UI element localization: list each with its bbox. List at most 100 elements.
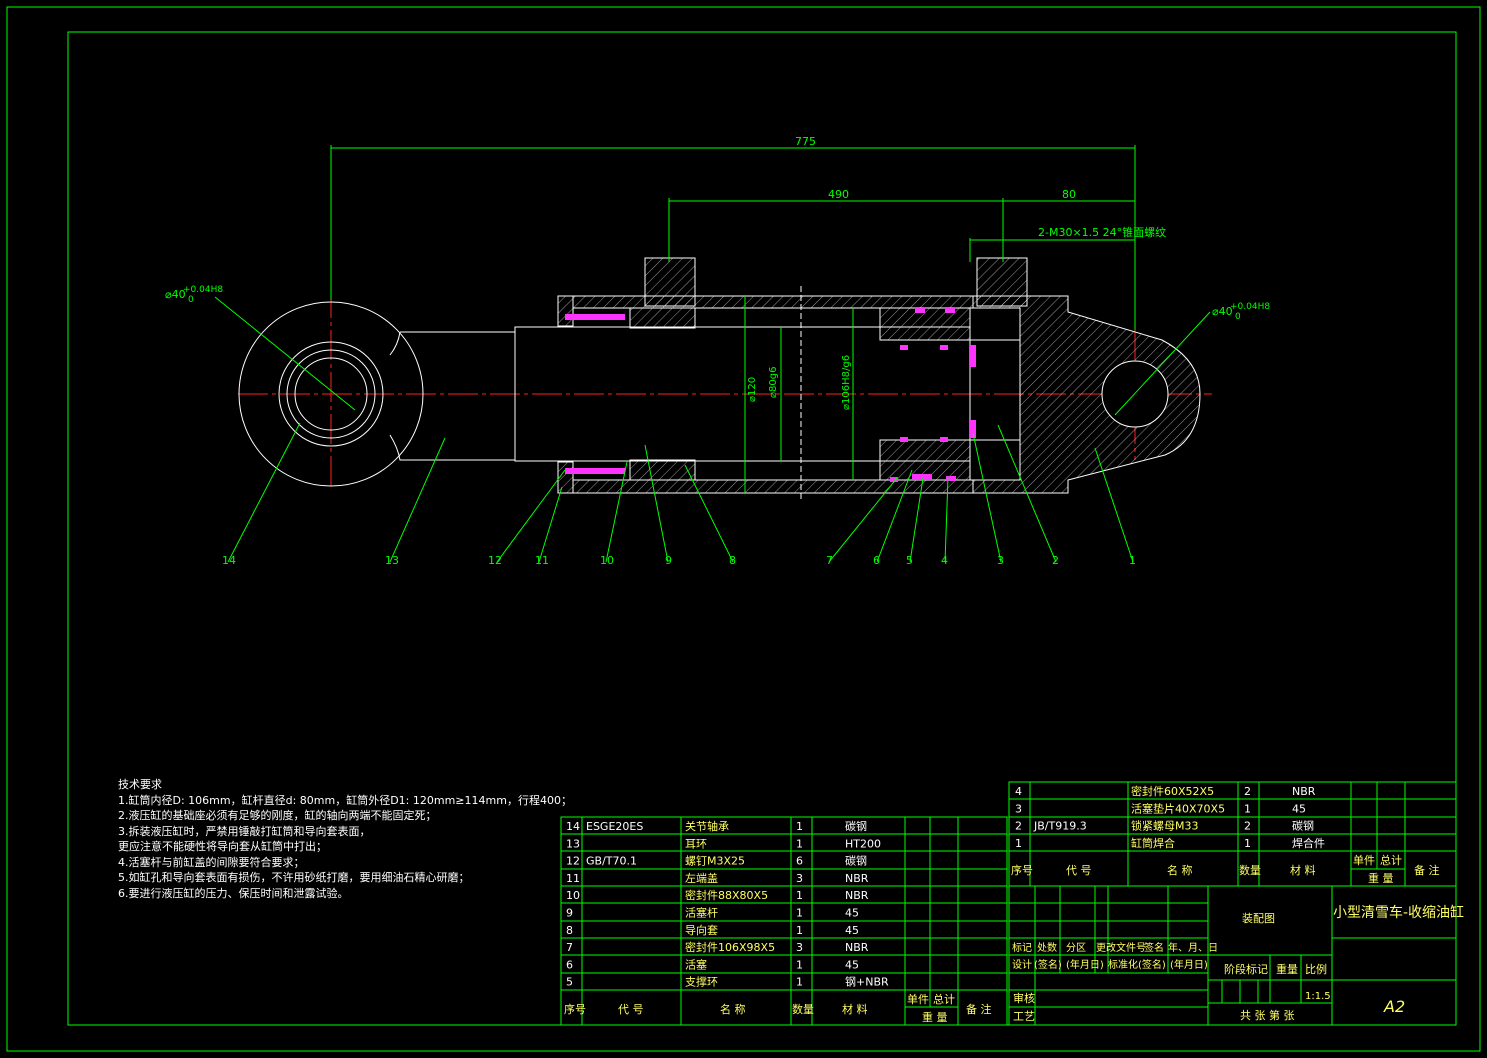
svg-text:序号: 序号 <box>564 1002 586 1016</box>
bom-row-number: 4 <box>1015 785 1022 798</box>
leader-lines <box>227 422 1134 563</box>
bom-row-code: GB/T70.1 <box>586 855 637 868</box>
bom-row-name: 密封件60X52X5 <box>1131 784 1214 798</box>
title-block: 装配图 小型清雪车-收缩油缸 A2 1:1.5 阶段标记 重量 比例 共 张 第… <box>1012 904 1464 1023</box>
svg-text:3: 3 <box>997 554 1004 567</box>
svg-text:更改文件号: 更改文件号 <box>1096 941 1146 954</box>
piston <box>879 307 1021 482</box>
bom-row-qty: 1 <box>796 976 803 989</box>
outer-border <box>6 6 1481 1052</box>
svg-text:13: 13 <box>385 554 399 567</box>
notes-line: 更应注意不能硬性将导向套从缸筒中打出； <box>118 840 327 853</box>
svg-text:材 料: 材 料 <box>842 1002 868 1016</box>
bom-row-name: 支撑环 <box>685 975 718 989</box>
svg-text:重 量: 重 量 <box>1368 871 1394 885</box>
svg-text:12: 12 <box>488 554 502 567</box>
svg-text:2: 2 <box>1052 554 1059 567</box>
svg-text:8: 8 <box>729 554 736 567</box>
bom-row-material: HT200 <box>845 837 881 850</box>
drawing-title: 小型清雪车-收缩油缸 <box>1333 904 1464 921</box>
notes-line: 5.如缸孔和导向套表面有损伤，不许用砂纸打磨，要用细油石精心研磨； <box>118 871 470 884</box>
bom-row-name: 活塞 <box>685 957 707 971</box>
bom-row-number: 1 <box>1015 837 1022 850</box>
bom-row-qty: 6 <box>796 855 803 868</box>
bom-row-number: 5 <box>566 976 573 989</box>
notes-line: 2.液压缸的基础座必须有足够的刚度，缸的轴向两端不能固定死； <box>118 809 437 822</box>
notes-line: 4.活塞杆与前缸盖的间隙要符合要求； <box>118 855 305 869</box>
dim-overall: 775 <box>795 135 816 148</box>
dim-d80: ⌀80g6 <box>768 367 779 398</box>
bom-row-number: 10 <box>566 889 580 902</box>
bom-row-number: 12 <box>566 855 580 868</box>
bom-row-number: 3 <box>1015 802 1022 815</box>
svg-text:签名: 签名 <box>1144 941 1164 954</box>
weight-label: 重量 <box>1276 962 1298 976</box>
svg-text:代 号: 代 号 <box>618 1003 644 1016</box>
bom-row-number: 8 <box>566 924 573 937</box>
svg-text:⌀40: ⌀40 <box>165 288 186 301</box>
svg-text:11: 11 <box>535 554 549 567</box>
bom-row-name: 锁紧螺母M33 <box>1131 819 1199 833</box>
svg-text:序号: 序号 <box>1011 863 1033 877</box>
svg-text:(签名): (签名) <box>1034 958 1062 971</box>
svg-text:总计: 总计 <box>933 992 955 1006</box>
bom-row-qty: 1 <box>796 837 803 850</box>
bom-row-name: 缸筒焊合 <box>1131 836 1175 850</box>
svg-text:处数: 处数 <box>1037 941 1057 954</box>
bom-row-qty: 2 <box>1244 785 1251 798</box>
svg-text:备 注: 备 注 <box>966 1002 992 1016</box>
revision-labels-row: 标记 处数 分区 更改文件号 签名 年、月、日 <box>1012 941 1218 954</box>
bom-row-material: 45 <box>1292 802 1306 815</box>
svg-text:名 称: 名 称 <box>720 1002 746 1016</box>
bom-row-name: 活塞垫片40X70X5 <box>1131 801 1225 815</box>
bom-row-number: 7 <box>566 941 573 954</box>
bom-row-material: 焊合件 <box>1292 836 1325 850</box>
svg-text:单件: 单件 <box>907 993 929 1006</box>
bom-row-name: 螺钉M3X25 <box>685 855 745 868</box>
sheets-label: 共 张 第 张 <box>1240 1008 1295 1022</box>
title-block-grid <box>1008 885 1457 1026</box>
svg-text:14: 14 <box>222 554 236 567</box>
bom-row-number: 14 <box>566 820 580 833</box>
bom-right-header: 序号 代 号 名 称 数量 材 料 单件 总计 重 量 备 注 <box>1011 853 1440 885</box>
bom-row-number: 13 <box>566 837 580 850</box>
bom-row-name: 关节轴承 <box>685 819 729 833</box>
svg-text:名 称: 名 称 <box>1167 863 1193 877</box>
svg-text:10: 10 <box>600 554 614 567</box>
svg-text:0: 0 <box>188 295 194 305</box>
bom-row-name: 密封件88X80X5 <box>685 888 768 902</box>
bom-row-material: 45 <box>845 924 859 937</box>
bom-row-material: NBR <box>845 941 869 954</box>
bom-row-qty: 3 <box>796 872 803 885</box>
bom-row-number: 2 <box>1015 820 1022 833</box>
bom-row-number: 6 <box>566 958 573 971</box>
bom-row-name: 活塞杆 <box>685 906 718 920</box>
bom-row-material: 45 <box>845 958 859 971</box>
bom-row-name: 耳环 <box>685 837 707 850</box>
review-label: 审核 <box>1013 991 1035 1005</box>
scale-value: 1:1.5 <box>1305 991 1331 1002</box>
svg-text:+0.04H8: +0.04H8 <box>183 285 223 295</box>
dim-port-offset: 80 <box>1062 188 1076 201</box>
bom-row-qty: 1 <box>796 820 803 833</box>
svg-text:代 号: 代 号 <box>1066 864 1092 877</box>
technical-requirements: 技术要求 1.缸筒内径D: 106mm，缸杆直径d: 80mm，缸筒外径D1: … <box>118 777 572 901</box>
svg-text:备 注: 备 注 <box>1414 863 1440 877</box>
cylinder-barrel <box>572 257 1201 494</box>
bom-row-name: 左端盖 <box>685 871 718 885</box>
bom-row-name: 密封件106X98X5 <box>685 940 775 954</box>
bom-row-qty: 3 <box>796 941 803 954</box>
dim-port-spec: 2-M30×1.5 24°锥面螺纹 <box>1038 225 1166 239</box>
svg-text:5: 5 <box>906 554 913 567</box>
rod-eye <box>238 301 516 487</box>
svg-text:7: 7 <box>826 554 833 567</box>
svg-text:标准化: 标准化 <box>1108 958 1138 971</box>
drawing-type: 装配图 <box>1242 912 1275 925</box>
svg-text:材 料: 材 料 <box>1290 863 1316 877</box>
bom-row-material: 碳钢 <box>845 819 867 833</box>
svg-text:0: 0 <box>1235 312 1241 322</box>
